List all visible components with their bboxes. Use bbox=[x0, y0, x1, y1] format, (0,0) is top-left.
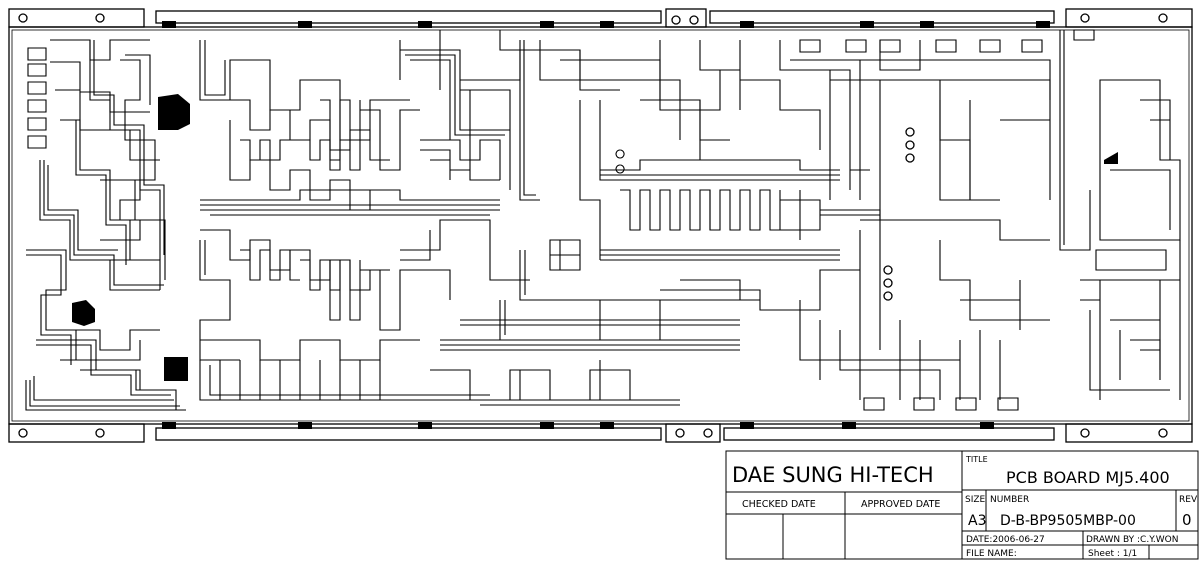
top-tab-left bbox=[8, 8, 145, 28]
company-name: DAE SUNG HI-TECH bbox=[732, 463, 934, 487]
drawing-date: DATE:2006-06-27 bbox=[966, 535, 1045, 545]
size-label: SIZE bbox=[965, 495, 986, 505]
title-block bbox=[725, 450, 1199, 560]
drawn-by: DRAWN BY :C.Y.WON bbox=[1086, 535, 1178, 545]
power-component-pads bbox=[72, 94, 1118, 381]
bottom-tab-left bbox=[8, 423, 145, 443]
number-label: NUMBER bbox=[990, 495, 1029, 505]
size-value: A3 bbox=[968, 513, 986, 529]
pcb-board bbox=[8, 8, 1193, 443]
top-connector-1 bbox=[155, 10, 662, 24]
bottom-connector-2 bbox=[723, 427, 1055, 441]
rev-label: REV bbox=[1179, 495, 1198, 505]
board-inner-outline bbox=[11, 29, 1190, 422]
copper-traces bbox=[25, 29, 1181, 411]
bottom-tab-right bbox=[1065, 423, 1193, 443]
title-label: TITLE bbox=[965, 455, 988, 464]
bottom-tab-mid bbox=[665, 423, 721, 443]
ic-pad-1 bbox=[158, 94, 190, 130]
connector-pads bbox=[162, 21, 1050, 429]
checked-date-label: CHECKED DATE bbox=[742, 499, 816, 510]
drawing-number: D-B-BP9505MBP-00 bbox=[1000, 513, 1136, 529]
ic-pad-2 bbox=[72, 300, 95, 326]
approved-date-label: APPROVED DATE bbox=[861, 499, 940, 510]
file-name-label: FILE NAME: bbox=[966, 549, 1017, 559]
ic-pad-4 bbox=[1104, 152, 1118, 164]
sheet-number: Sheet : 1/1 bbox=[1088, 549, 1137, 559]
drawing-title: PCB BOARD MJ5.400 bbox=[1006, 468, 1170, 487]
ic-pad-3 bbox=[164, 357, 188, 381]
mounting-holes bbox=[18, 13, 1168, 438]
top-tab-right bbox=[1065, 8, 1193, 28]
rev-value: 0 bbox=[1182, 511, 1192, 529]
title-block-text: DAE SUNG HI-TECH TITLE PCB BOARD MJ5.400… bbox=[732, 455, 1198, 559]
top-connector-2 bbox=[709, 10, 1055, 24]
top-tab-mid bbox=[665, 8, 707, 28]
bottom-connector-1 bbox=[155, 427, 662, 441]
